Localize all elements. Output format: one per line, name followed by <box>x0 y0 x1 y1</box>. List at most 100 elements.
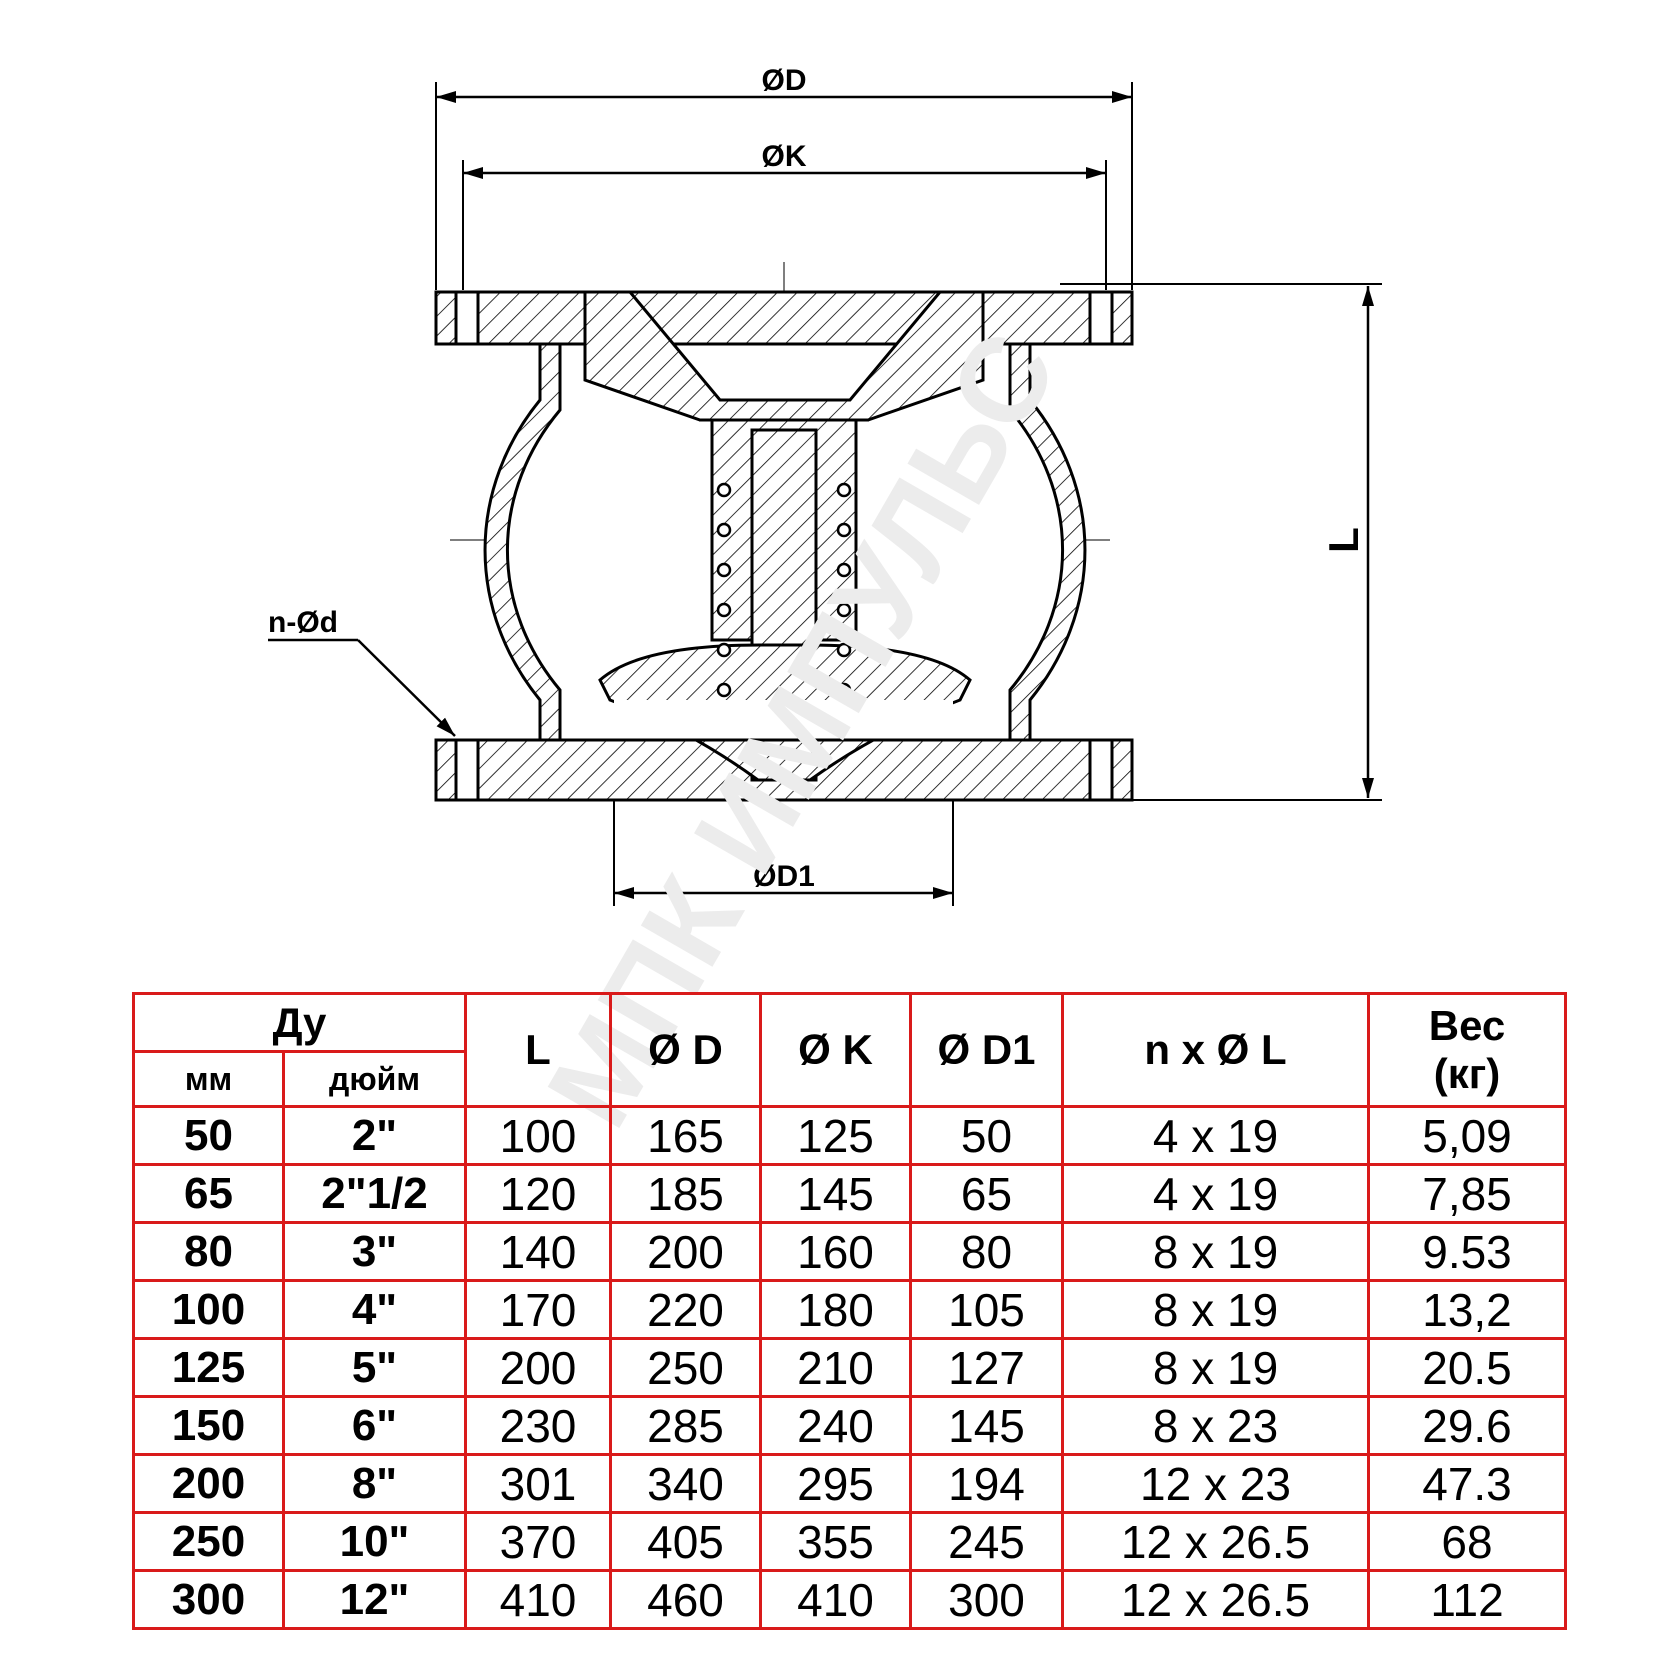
table-cell: 4" <box>282 1279 467 1340</box>
table-cell: 65 <box>132 1163 285 1224</box>
header-d: Ø D <box>609 992 762 1108</box>
table-cell: 240 <box>759 1395 912 1456</box>
header-inch: дюйм <box>282 1050 467 1108</box>
table-cell: 410 <box>464 1569 612 1630</box>
table-cell: 370 <box>464 1511 612 1572</box>
header-n-x-l: n x Ø L <box>1061 992 1370 1108</box>
table-cell: 160 <box>759 1221 912 1282</box>
table-cell: 5" <box>282 1337 467 1398</box>
table-cell: 12 x 26.5 <box>1061 1569 1370 1630</box>
table-cell: 47.3 <box>1367 1453 1567 1514</box>
table-cell: 50 <box>132 1105 285 1166</box>
table-cell: 340 <box>609 1453 762 1514</box>
table-cell: 80 <box>909 1221 1064 1282</box>
dim-label-d1: ØD1 <box>753 860 815 893</box>
table-cell: 200 <box>464 1337 612 1398</box>
table-cell: 185 <box>609 1163 762 1224</box>
header-mm: мм <box>132 1050 285 1108</box>
table-cell: 200 <box>132 1453 285 1514</box>
table-cell: 230 <box>464 1395 612 1456</box>
table-cell: 220 <box>609 1279 762 1340</box>
valve-drawing: ØD ØK ØD1 n-Ød L <box>268 64 1382 906</box>
table-cell: 170 <box>464 1279 612 1340</box>
table-cell: 460 <box>609 1569 762 1630</box>
table-cell: 3" <box>282 1221 467 1282</box>
table-cell: 2"1/2 <box>282 1163 467 1224</box>
table-cell: 300 <box>909 1569 1064 1630</box>
header-weight-label: Вес <box>1428 1002 1506 1049</box>
table-cell: 410 <box>759 1569 912 1630</box>
table-cell: 105 <box>909 1279 1064 1340</box>
table-cell: 100 <box>132 1279 285 1340</box>
table-cell: 165 <box>609 1105 762 1166</box>
table-cell: 125 <box>759 1105 912 1166</box>
table-cell: 4 x 19 <box>1061 1105 1370 1166</box>
table-cell: 250 <box>609 1337 762 1398</box>
table-cell: 29.6 <box>1367 1395 1567 1456</box>
table-cell: 120 <box>464 1163 612 1224</box>
table-cell: 8" <box>282 1453 467 1514</box>
table-cell: 112 <box>1367 1569 1567 1630</box>
dim-label-k: ØK <box>762 140 807 173</box>
table-cell: 295 <box>759 1453 912 1514</box>
table-cell: 145 <box>909 1395 1064 1456</box>
table-cell: 150 <box>132 1395 285 1456</box>
table-cell: 127 <box>909 1337 1064 1398</box>
table-cell: 7,85 <box>1367 1163 1567 1224</box>
table-cell: 355 <box>759 1511 912 1572</box>
table-cell: 245 <box>909 1511 1064 1572</box>
table-cell: 10" <box>282 1511 467 1572</box>
table-cell: 68 <box>1367 1511 1567 1572</box>
table-cell: 180 <box>759 1279 912 1340</box>
table-cell: 2" <box>282 1105 467 1166</box>
table-cell: 12" <box>282 1569 467 1630</box>
table-cell: 4 x 19 <box>1061 1163 1370 1224</box>
table-cell: 100 <box>464 1105 612 1166</box>
header-d1: Ø D1 <box>909 992 1064 1108</box>
table-cell: 210 <box>759 1337 912 1398</box>
table-cell: 80 <box>132 1221 285 1282</box>
header-weight-unit: (кг) <box>1433 1050 1501 1097</box>
header-l: L <box>464 992 612 1108</box>
dim-label-l: L <box>1320 527 1367 553</box>
table-cell: 194 <box>909 1453 1064 1514</box>
table-cell: 405 <box>609 1511 762 1572</box>
dim-label-nd: n-Ød <box>268 606 338 639</box>
table-cell: 8 x 23 <box>1061 1395 1370 1456</box>
table-cell: 145 <box>759 1163 912 1224</box>
table-cell: 9.53 <box>1367 1221 1567 1282</box>
table-cell: 8 x 19 <box>1061 1221 1370 1282</box>
table-cell: 50 <box>909 1105 1064 1166</box>
table-cell: 140 <box>464 1221 612 1282</box>
dimensions-table: Ду L Ø D Ø K Ø D1 n x Ø L Вес (кг) мм дю… <box>132 992 1567 1630</box>
table-cell: 6" <box>282 1395 467 1456</box>
table-cell: 300 <box>132 1569 285 1630</box>
table-cell: 250 <box>132 1511 285 1572</box>
table-cell: 8 x 19 <box>1061 1279 1370 1340</box>
table-cell: 20.5 <box>1367 1337 1567 1398</box>
table-cell: 13,2 <box>1367 1279 1567 1340</box>
table-cell: 285 <box>609 1395 762 1456</box>
table-cell: 12 x 26.5 <box>1061 1511 1370 1572</box>
table-cell: 301 <box>464 1453 612 1514</box>
dim-label-d: ØD <box>762 64 807 97</box>
table-cell: 8 x 19 <box>1061 1337 1370 1398</box>
table-cell: 200 <box>609 1221 762 1282</box>
header-du: Ду <box>132 992 467 1053</box>
header-k: Ø K <box>759 992 912 1108</box>
table-cell: 125 <box>132 1337 285 1398</box>
table-cell: 5,09 <box>1367 1105 1567 1166</box>
table-cell: 12 x 23 <box>1061 1453 1370 1514</box>
header-weight: Вес (кг) <box>1367 992 1567 1108</box>
table-cell: 65 <box>909 1163 1064 1224</box>
